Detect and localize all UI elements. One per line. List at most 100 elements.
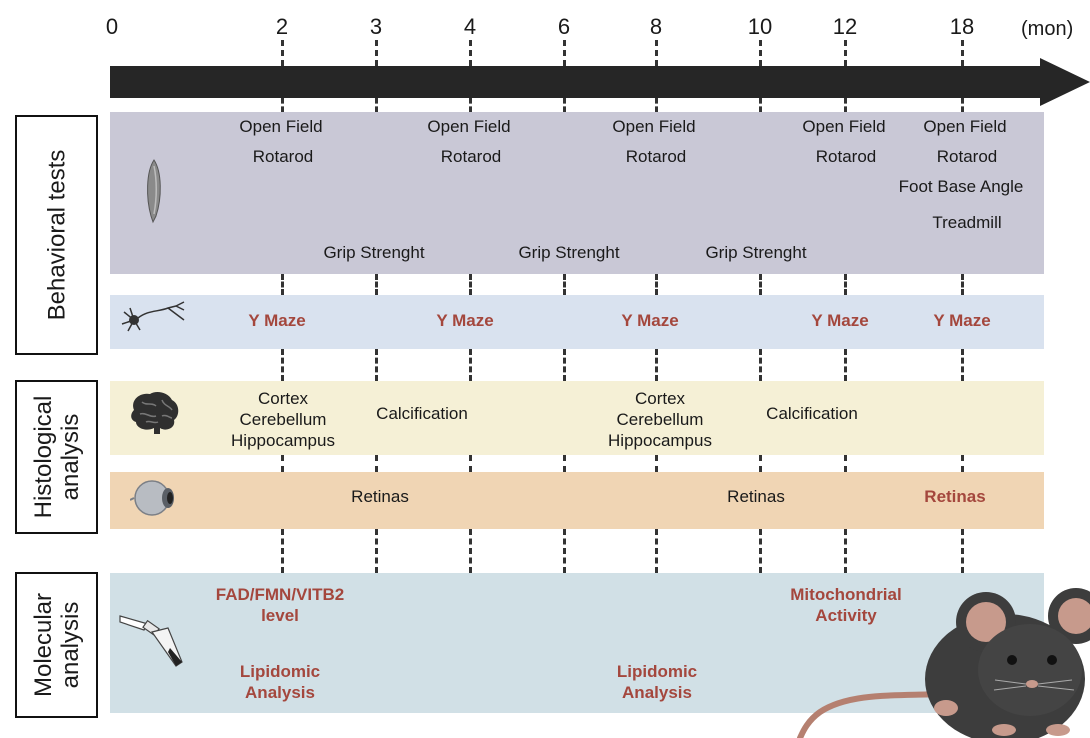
timeline-guide-dash xyxy=(655,274,658,295)
muscle-icon xyxy=(147,159,161,224)
foot-base-angle-18: Foot Base Angle xyxy=(898,177,1024,196)
brain-icon xyxy=(131,392,179,434)
timeline-guide-dash xyxy=(375,349,378,381)
timeline-guide-dash xyxy=(469,98,472,112)
tick-3: 3 xyxy=(369,14,383,39)
grip-strength-3: Grip Strenght xyxy=(323,243,425,262)
timeline-guide-dash xyxy=(563,349,566,381)
timeline-guide-dash xyxy=(844,455,847,472)
retinas-18: Retinas xyxy=(924,487,986,506)
histology-band xyxy=(110,381,1044,455)
tick-0: 0 xyxy=(105,14,119,39)
timeline-guide-dash xyxy=(469,40,472,66)
timeline-guide-dash xyxy=(375,274,378,295)
timeline-arrow-head xyxy=(1040,58,1090,106)
y-maze-12: Y Maze xyxy=(811,311,869,330)
timeline-guide-dash xyxy=(281,529,284,573)
tick-2: 2 xyxy=(275,14,289,39)
y-maze-18: Y Maze xyxy=(933,311,991,330)
y-maze-2: Y Maze xyxy=(248,311,306,330)
tick-4: 4 xyxy=(463,14,477,39)
rotarod-8: Rotarod xyxy=(625,147,687,166)
eye-icon xyxy=(130,480,174,516)
timeline-guide-dash xyxy=(844,274,847,295)
lipidomic-analysis-8: Lipidomic Analysis xyxy=(616,662,698,702)
timeline-guide-dash xyxy=(759,349,762,381)
timeline-guide-dash xyxy=(375,98,378,112)
open-field-4: Open Field xyxy=(427,117,511,136)
timeline-guide-dash xyxy=(961,274,964,295)
timeline-guide-dash xyxy=(759,40,762,66)
grip-strength-6: Grip Strenght xyxy=(518,243,620,262)
rotarod-12: Rotarod xyxy=(815,147,877,166)
timeline-guide-dash xyxy=(961,349,964,381)
open-field-18: Open Field xyxy=(923,117,1007,136)
timeline-guide-dash xyxy=(844,98,847,112)
open-field-12: Open Field xyxy=(802,117,886,136)
brain-regions-2: Cortex Cerebellum Hippocampus xyxy=(231,389,335,450)
timeline-guide-dash xyxy=(281,274,284,295)
treadmill-18: Treadmill xyxy=(932,213,1002,232)
timeline-guide-dash xyxy=(469,529,472,573)
rotarod-4: Rotarod xyxy=(440,147,502,166)
ymaze-band xyxy=(110,295,1044,349)
calcification-3: Calcification xyxy=(376,404,468,423)
timeline-guide-dash xyxy=(655,40,658,66)
timeline-guide-dash xyxy=(281,455,284,472)
timeline-guide-dash xyxy=(375,529,378,573)
retina-band xyxy=(110,472,1044,529)
retinas-10: Retinas xyxy=(727,487,785,506)
rotarod-18: Rotarod xyxy=(936,147,998,166)
timeline-guide-dash xyxy=(469,274,472,295)
y-maze-8: Y Maze xyxy=(621,311,679,330)
timeline-guide-dash xyxy=(759,529,762,573)
timeline-guide-dash xyxy=(655,455,658,472)
fad-fmn-vitb2-level: FAD/FMN/VITB2 level xyxy=(215,585,345,625)
timeline-guide-dash xyxy=(655,529,658,573)
timeline-guide-dash xyxy=(281,98,284,112)
behavioral-band xyxy=(110,112,1044,274)
open-field-2: Open Field xyxy=(239,117,323,136)
timeline-guide-dash xyxy=(844,349,847,381)
timeline-guide-dash xyxy=(759,274,762,295)
timeline-guide-dash xyxy=(563,98,566,112)
timeline-guide-dash xyxy=(281,349,284,381)
mitochondrial-activity: Mitochondrial Activity xyxy=(790,585,902,625)
calcification-10: Calcification xyxy=(766,404,858,423)
timeline-guide-dash xyxy=(563,455,566,472)
tick-12: 12 xyxy=(832,14,858,39)
tick-10: 10 xyxy=(747,14,773,39)
open-field-8: Open Field xyxy=(612,117,696,136)
timeline-guide-dash xyxy=(563,529,566,573)
timeline-guide-dash xyxy=(281,40,284,66)
timeline-guide-dash xyxy=(759,455,762,472)
timeline-guide-dash xyxy=(961,529,964,573)
timeline-guide-dash xyxy=(375,40,378,66)
timeline-guide-dash xyxy=(759,98,762,112)
mouse-illustration xyxy=(797,588,1090,738)
timeline-guide-dash xyxy=(961,40,964,66)
behavioral-tests-label-box: Behavioral tests xyxy=(15,115,98,355)
neuron-icon xyxy=(121,301,185,332)
timeline-guide-dash xyxy=(469,455,472,472)
timeline-guide-dash xyxy=(844,40,847,66)
timeline-guide-dash xyxy=(844,529,847,573)
timeline-guide-dash xyxy=(563,274,566,295)
timeline-arrow-shaft xyxy=(110,66,1050,98)
tube-icon xyxy=(119,615,183,667)
y-maze-4: Y Maze xyxy=(436,311,494,330)
timeline-guide-dash xyxy=(655,349,658,381)
brain-regions-8: Cortex Cerebellum Hippocampus xyxy=(608,389,712,450)
rotarod-2: Rotarod xyxy=(252,147,314,166)
molecular-band xyxy=(110,573,1044,713)
behavioral-tests-label: Behavioral tests xyxy=(43,149,70,321)
time-unit: (mon) xyxy=(1021,18,1074,40)
timeline-guide-dash xyxy=(961,455,964,472)
timeline-guide-dash xyxy=(469,349,472,381)
timeline-guide-dash xyxy=(655,98,658,112)
lipidomic-analysis-2: Lipidomic Analysis xyxy=(239,662,321,702)
